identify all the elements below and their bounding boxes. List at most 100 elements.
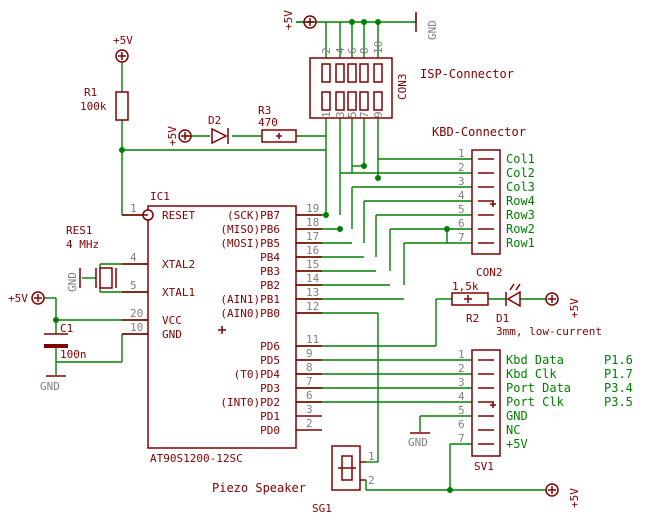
con3-pin-8: 8 bbox=[358, 47, 371, 54]
vcc-label: +5V bbox=[568, 298, 581, 318]
sg1-caption: Piezo Speaker bbox=[212, 481, 306, 495]
con2-name: CON2 bbox=[476, 266, 503, 279]
r3-name: R3 bbox=[258, 104, 271, 117]
sv1-pin-signal: +5V bbox=[506, 437, 528, 451]
ic1-pin-number: 4 bbox=[130, 251, 137, 264]
c1-capacitor: C1 100n bbox=[44, 322, 87, 361]
con3-isp-connector: 2 4 6 8 10 1 3 5 7 9 CON3 ISP-Connector bbox=[309, 41, 514, 119]
ic1-pin-name: (INT0)PD2 bbox=[220, 396, 280, 409]
con2-pin-number: 1 bbox=[458, 147, 465, 160]
ic1-pin-name: XTAL2 bbox=[162, 258, 195, 271]
c1-name: C1 bbox=[60, 322, 73, 335]
ic1-pin-name: PB4 bbox=[260, 251, 280, 264]
ic1-name: IC1 bbox=[150, 190, 170, 203]
sg1-piezo-speaker: 1 2 Piezo Speaker SG1 bbox=[212, 445, 375, 515]
vcc-label: +5V bbox=[166, 126, 179, 146]
res1-name: RES1 bbox=[66, 224, 93, 237]
con3-caption: ISP-Connector bbox=[420, 67, 514, 81]
junction bbox=[349, 19, 355, 25]
ic1-pin-number: 7 bbox=[306, 375, 313, 388]
ic1-pin-name: RESET bbox=[162, 209, 195, 222]
sv1-pin-signal: NC bbox=[506, 423, 520, 437]
vcc-symbol-left: +5V bbox=[8, 291, 45, 305]
sv1-pin-signal: Port Data bbox=[506, 381, 571, 395]
con3-pin-4: 4 bbox=[334, 47, 347, 54]
ic1-pin-number: 8 bbox=[306, 361, 313, 374]
d2-name: D2 bbox=[208, 114, 221, 127]
sv1-pin-port: P1.6 bbox=[604, 353, 633, 367]
junction bbox=[53, 317, 59, 323]
con2-pin-number: 3 bbox=[458, 175, 465, 188]
r1-resistor: R1 100k bbox=[80, 86, 129, 121]
ic1-pin-name: PD1 bbox=[260, 410, 280, 423]
sg1-name: SG1 bbox=[312, 502, 332, 515]
r1-value: 100k bbox=[80, 100, 107, 113]
ic1-pin-number: 15 bbox=[306, 258, 319, 271]
junction bbox=[447, 487, 453, 493]
con2-pin-number: 5 bbox=[458, 203, 465, 216]
ic1-pin-number: 16 bbox=[306, 244, 319, 257]
ic1-pin-number: 10 bbox=[130, 321, 143, 334]
r2-name: R2 bbox=[466, 312, 479, 325]
sv1-pin-port: P3.4 bbox=[604, 381, 633, 395]
con2-pin-number: 2 bbox=[458, 161, 465, 174]
wires bbox=[44, 14, 546, 491]
sg1-pin-1: 1 bbox=[368, 450, 375, 463]
con2-pin-signal: Col3 bbox=[506, 180, 535, 194]
ic1-pin-number: 18 bbox=[306, 216, 319, 229]
gnd-label: GND bbox=[66, 272, 79, 292]
con2-caption: KBD-Connector bbox=[432, 125, 526, 139]
sv1-pin-number: 6 bbox=[458, 418, 465, 431]
con2-pin-number: 4 bbox=[458, 189, 465, 202]
junction bbox=[361, 19, 367, 25]
d2-diode: D2 bbox=[208, 114, 229, 145]
sv1-pin-signal: Kbd Clk bbox=[506, 367, 557, 381]
con3-pin-5: 5 bbox=[346, 111, 359, 118]
sv1-pin-number: 1 bbox=[458, 348, 465, 361]
ic1-pin-name: GND bbox=[162, 328, 182, 341]
junction bbox=[119, 147, 125, 153]
sv1-pin-number: 3 bbox=[458, 376, 465, 389]
ic1-pin-number: 3 bbox=[306, 403, 313, 416]
sv1-pin-signal: Kbd Data bbox=[506, 353, 564, 367]
ic1-pin-number: 17 bbox=[306, 230, 319, 243]
con3-pin-10: 10 bbox=[372, 41, 385, 54]
con3-name: CON3 bbox=[396, 74, 409, 101]
con2-pin-number: 7 bbox=[458, 231, 465, 244]
ic1-pin-name: VCC bbox=[162, 314, 182, 327]
sv1-pin-number: 5 bbox=[458, 404, 465, 417]
gnd-label: GND bbox=[408, 436, 428, 449]
ic1-pin-number: 2 bbox=[306, 417, 313, 430]
vcc-symbol-d2: +5V bbox=[166, 126, 192, 146]
vcc-label: +5V bbox=[282, 10, 295, 30]
junction-nodes bbox=[53, 19, 453, 493]
gnd-symbol-sv1: GND bbox=[408, 432, 430, 449]
ic1-microcontroller: IC1 AT90S1200-12SC 1RESET4XTAL25XTAL120V… bbox=[122, 190, 322, 465]
ic1-pin-name: PD5 bbox=[260, 354, 280, 367]
d1-led: D1 3mm, low-current bbox=[496, 283, 602, 338]
gnd-label: GND bbox=[426, 20, 439, 40]
ic1-pin-name: (MOSI)PB5 bbox=[220, 237, 280, 250]
ic1-pin-name: PD6 bbox=[260, 340, 280, 353]
junction bbox=[375, 175, 381, 181]
ic1-pin-name: (AIN1)PB1 bbox=[220, 293, 280, 306]
ic1-pin-name: (T0)PD4 bbox=[234, 368, 281, 381]
ic1-pin-name: PD3 bbox=[260, 382, 280, 395]
ic1-pin-number: 5 bbox=[130, 279, 137, 292]
c1-value: 100n bbox=[60, 348, 87, 361]
con2-pin-signal: Col2 bbox=[506, 166, 535, 180]
vcc-label: +5V bbox=[568, 488, 581, 508]
con3-pin-6: 6 bbox=[346, 47, 359, 54]
junction bbox=[444, 226, 450, 232]
res1-resonator: RES1 4 MHz bbox=[66, 224, 117, 289]
vcc-symbol-bottom: +5V bbox=[545, 483, 581, 508]
con3-pin-1: 1 bbox=[320, 111, 333, 118]
sv1-pin-number: 4 bbox=[458, 390, 465, 403]
gnd-label: GND bbox=[40, 380, 60, 393]
d1-name: D1 bbox=[496, 312, 509, 325]
sv1-pin-signal: GND bbox=[506, 409, 528, 423]
